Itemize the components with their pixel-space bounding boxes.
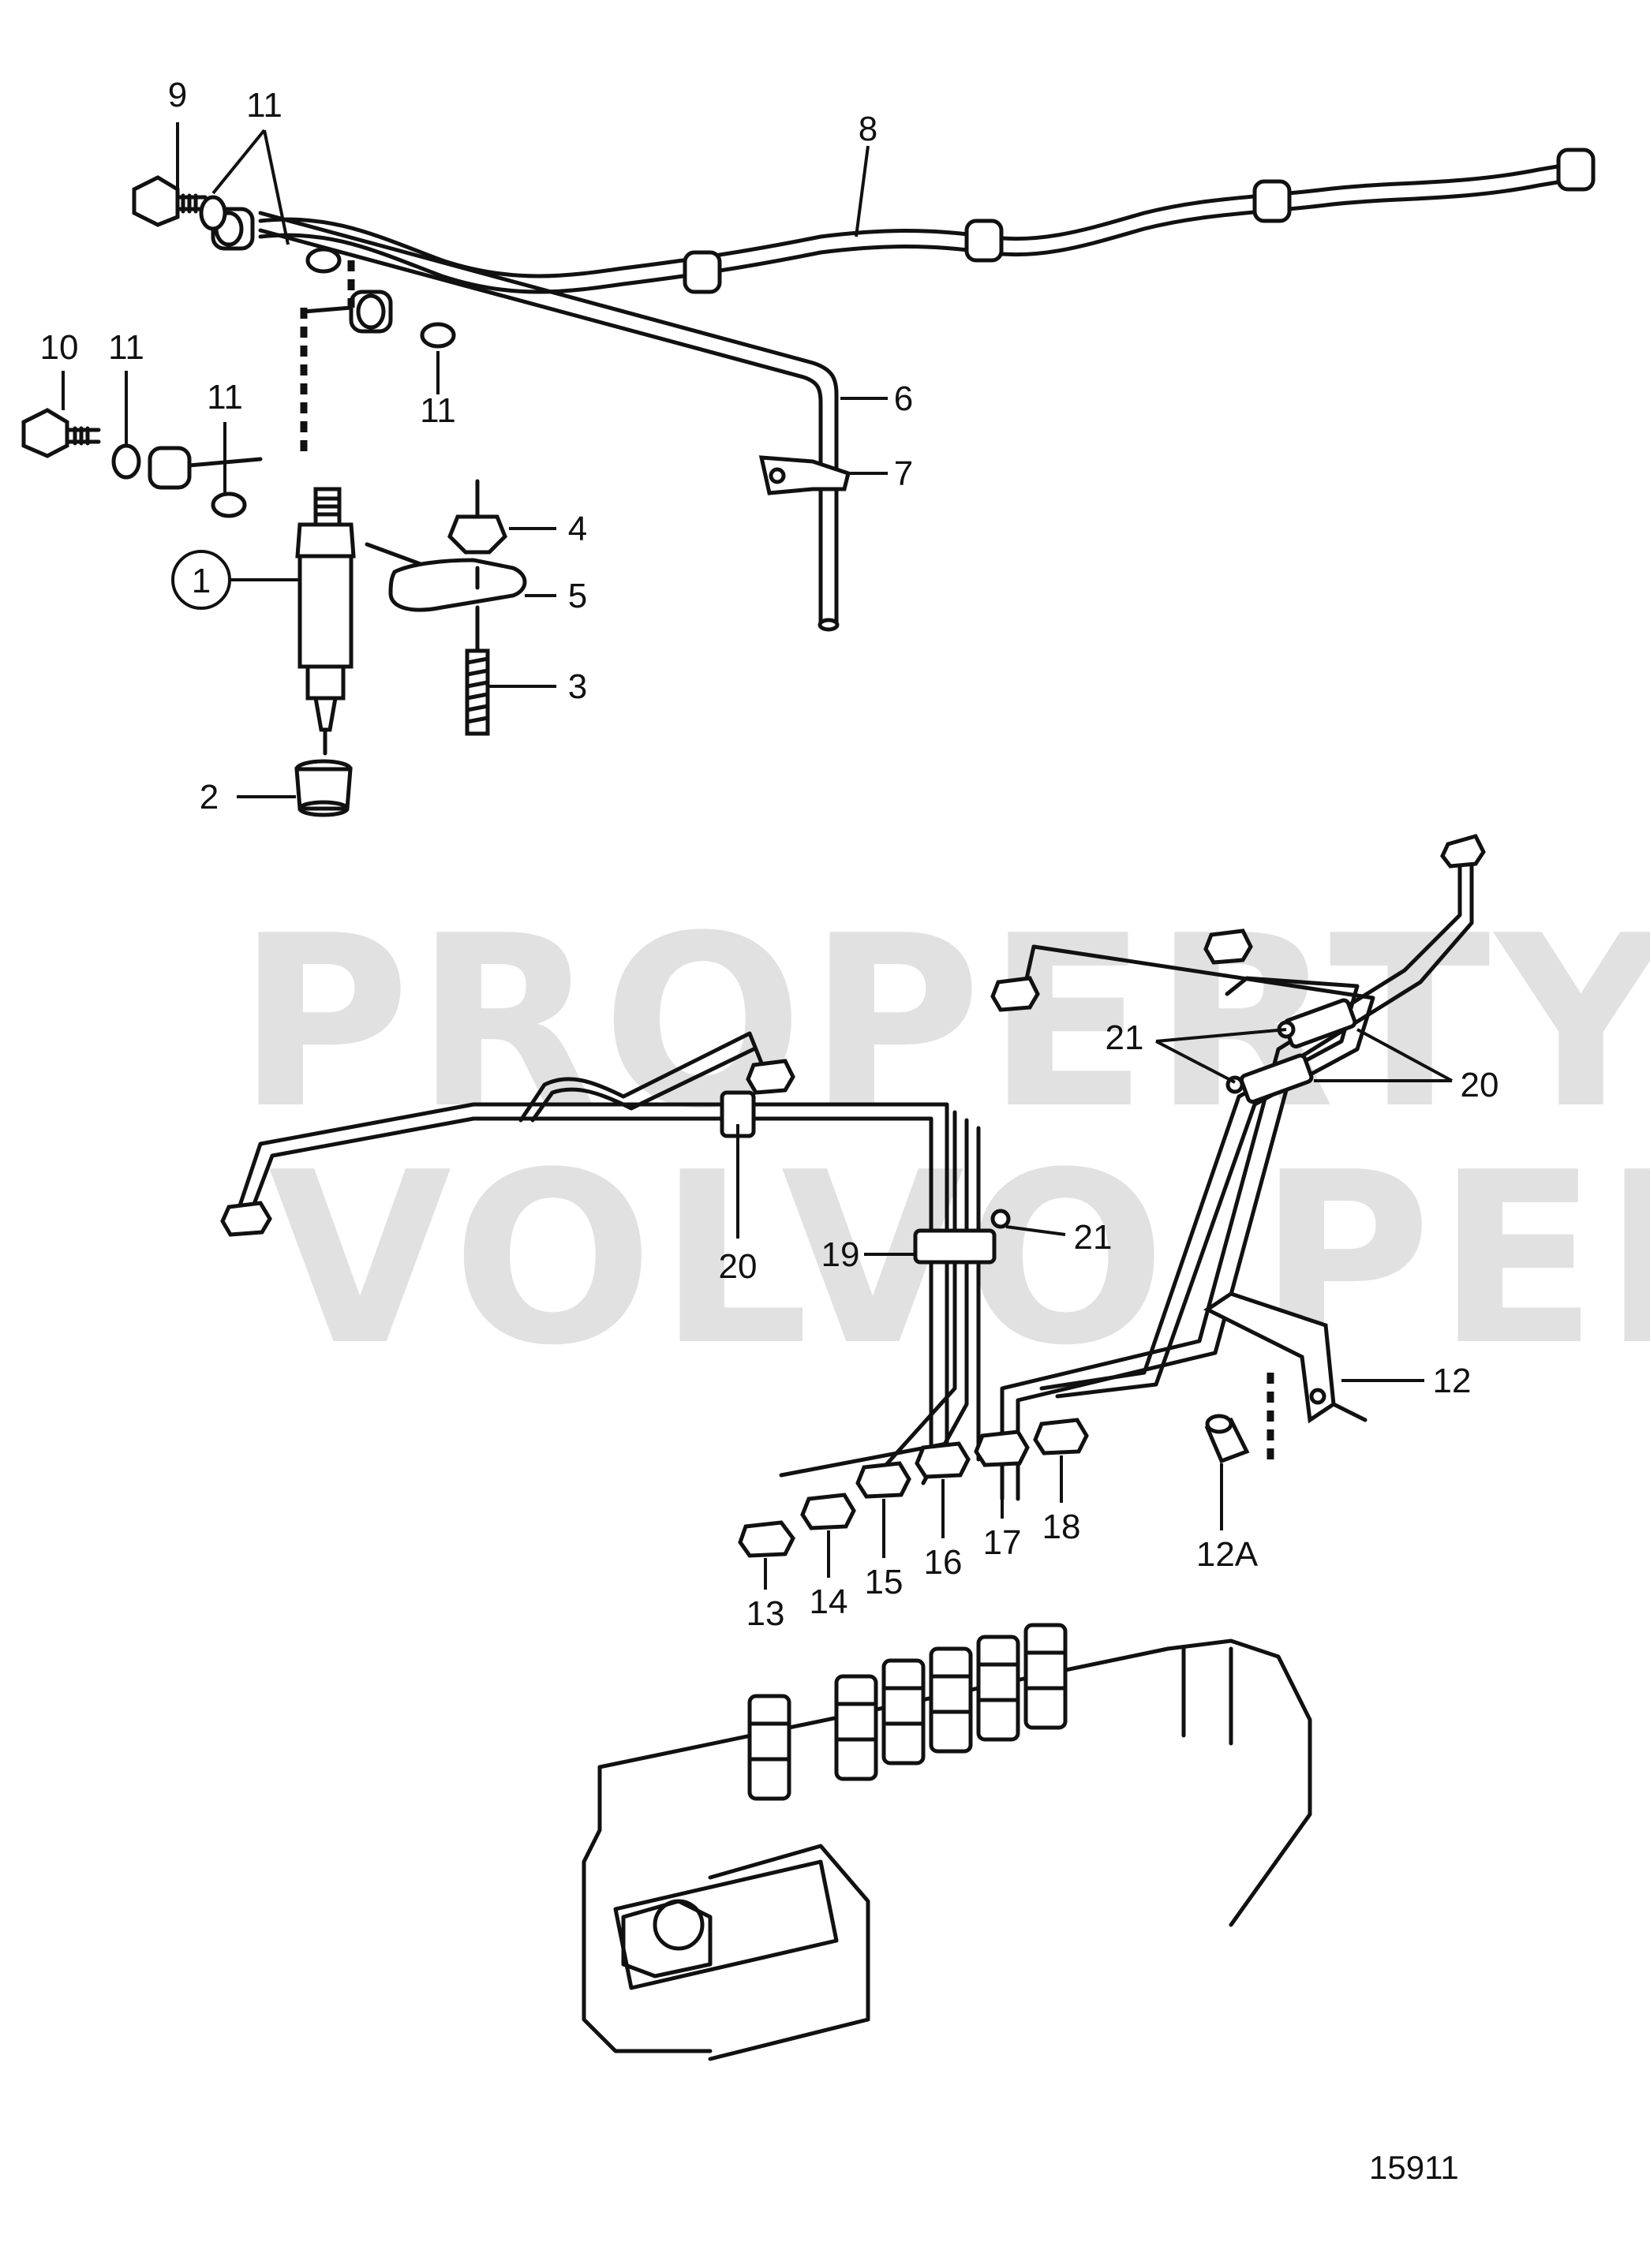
union-nut-right-2 — [1203, 928, 1253, 965]
callout-15: 15 — [865, 1563, 904, 1601]
callout-3: 3 — [568, 667, 587, 706]
union-nut-15 — [855, 1461, 911, 1499]
leak-off-pipe — [258, 211, 840, 632]
clip-screw-21-mid — [990, 1209, 1011, 1229]
callout-17: 17 — [983, 1523, 1022, 1562]
callout-13: 13 — [746, 1594, 785, 1633]
bracket — [1203, 1291, 1368, 1459]
callout-5: 5 — [568, 577, 587, 615]
callout-11-mid: 11 — [420, 391, 456, 430]
callout-7: 7 — [894, 454, 913, 493]
callout-11-left: 11 — [108, 328, 144, 367]
fuel-injector — [295, 487, 356, 756]
union-nut-13 — [738, 1520, 795, 1558]
callout-8: 8 — [859, 110, 877, 148]
delivery-valve-3 — [881, 1658, 926, 1765]
clip-20-lower — [1239, 1053, 1314, 1104]
callout-9: 9 — [168, 76, 187, 114]
washer-left-2 — [211, 491, 247, 518]
callout-12: 12 — [1433, 1362, 1472, 1400]
pipe-clip — [758, 455, 851, 495]
union-nut-right-1 — [990, 976, 1040, 1012]
drawing-number: 15911 — [1369, 2149, 1459, 2186]
union-nut-upper — [746, 1059, 795, 1095]
washer-left-1 — [111, 443, 141, 480]
callout-20-right: 20 — [1461, 1066, 1499, 1104]
callout-18: 18 — [1042, 1508, 1081, 1546]
union-nut-18 — [1033, 1418, 1089, 1455]
washer-top-2 — [305, 247, 342, 274]
callout-6: 6 — [894, 379, 913, 418]
leader-lines-bottom — [736, 1028, 1453, 1590]
pipe-clips — [720, 998, 1357, 1265]
injection-pipes — [234, 858, 1474, 1501]
callout-10: 10 — [40, 328, 79, 367]
callout-11-top: 11 — [246, 86, 282, 125]
callout-21-upper: 21 — [1106, 1018, 1144, 1057]
copper-seal — [294, 759, 353, 817]
callout-20-left: 20 — [719, 1247, 758, 1286]
return-pipe — [258, 148, 1596, 294]
washer-middle — [420, 322, 456, 349]
union-nuts — [220, 834, 1486, 1558]
clamp-nut — [447, 479, 507, 555]
delivery-valve-5 — [976, 1635, 1020, 1742]
stud — [465, 605, 490, 736]
delivery-valve-2 — [834, 1674, 878, 1781]
union-nut-right-3 — [1440, 834, 1486, 869]
union-nut-14 — [800, 1493, 856, 1530]
delivery-valve-6 — [1023, 1623, 1068, 1730]
callout-labels: 9 11 8 6 7 11 10 11 11 1 4 5 3 2 20 19 2… — [40, 76, 1499, 1633]
washer-top-1 — [199, 195, 227, 231]
callout-4: 4 — [568, 510, 587, 548]
hollow-screw-9 — [132, 175, 208, 227]
callout-2: 2 — [200, 778, 219, 816]
injector-banjo — [148, 446, 263, 490]
union-nut-left — [220, 1201, 272, 1237]
callout-19: 19 — [821, 1235, 860, 1274]
union-nut-17 — [974, 1429, 1030, 1467]
clip-19 — [913, 1228, 997, 1265]
banjo-fitting-middle — [301, 290, 393, 334]
delivery-valve-4 — [929, 1646, 973, 1754]
injection-pump — [582, 1623, 1312, 2061]
callout-14: 14 — [810, 1582, 848, 1621]
callout-21-mid: 21 — [1074, 1218, 1113, 1257]
hollow-screw-10 — [21, 408, 101, 458]
injector-clamp — [365, 542, 527, 612]
callout-12A: 12A — [1196, 1535, 1259, 1574]
watermark-line-1: PROPERTY OF — [237, 885, 1650, 1160]
callout-1-circle — [171, 550, 231, 610]
callout-11-lower: 11 — [207, 378, 243, 417]
callout-1: 1 — [192, 562, 211, 600]
delivery-valve-1 — [747, 1694, 791, 1801]
callout-16: 16 — [924, 1543, 963, 1582]
union-nut-16 — [915, 1441, 971, 1479]
leader-lines-top — [62, 122, 888, 798]
spacer — [1204, 1414, 1250, 1464]
